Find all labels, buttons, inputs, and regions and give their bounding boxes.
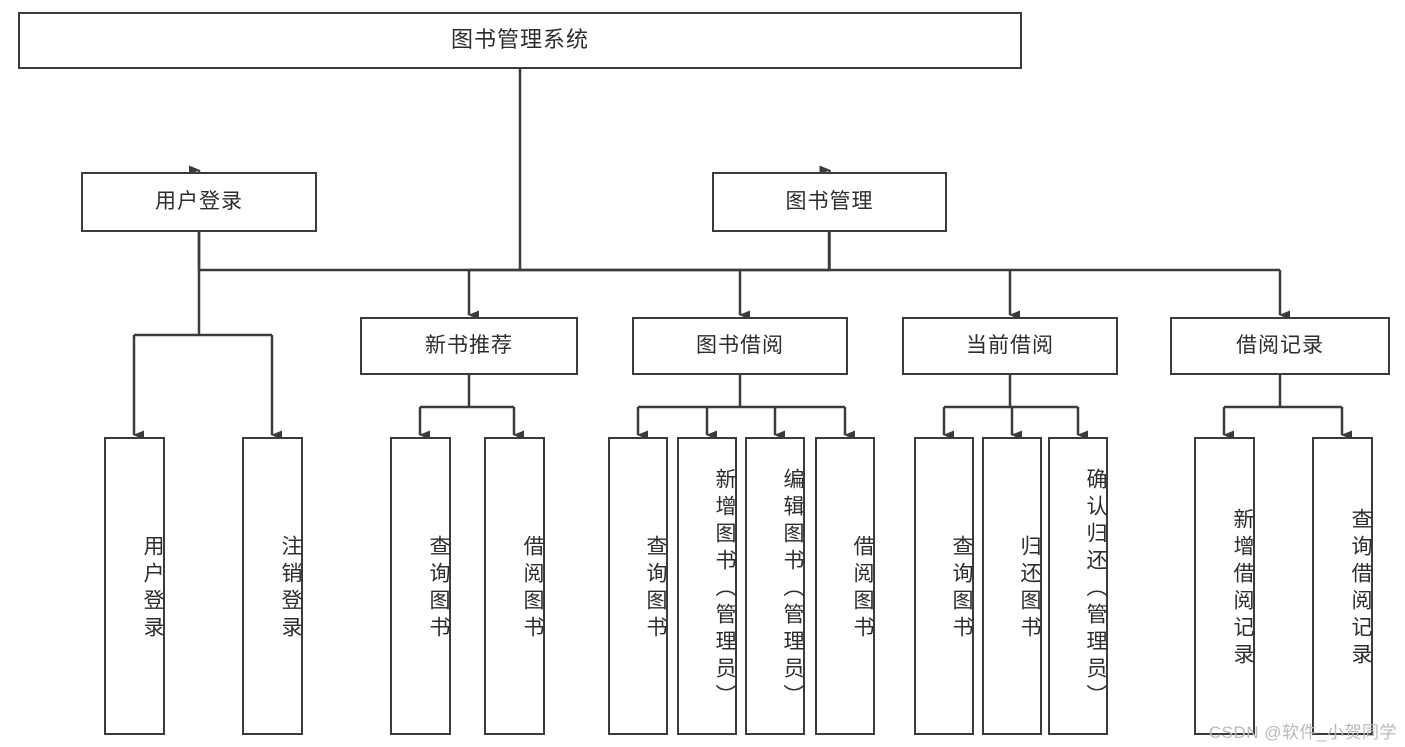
node-root-system[interactable]: 图书管理系统 bbox=[18, 12, 1022, 69]
node-leaf-confirm-return-admin[interactable]: 确认归还（管理员） bbox=[1048, 437, 1108, 735]
node-leaf-query-book-borrow[interactable]: 查询图书 bbox=[608, 437, 668, 735]
node-leaf-label: 查询图书 bbox=[644, 535, 667, 643]
node-level2-current-borrow[interactable]: 当前借阅 bbox=[902, 317, 1118, 375]
node-leaf-label: 归还图书 bbox=[1018, 535, 1041, 643]
node-leaf-label: 查询借阅记录 bbox=[1349, 508, 1372, 670]
node-leaf-add-borrow-record[interactable]: 新增借阅记录 bbox=[1194, 437, 1255, 735]
node-level1-book-management[interactable]: 图书管理 bbox=[712, 172, 947, 232]
node-leaf-label: 确认归还（管理员） bbox=[1084, 467, 1107, 711]
node-leaf-label: 编辑图书（管理员） bbox=[781, 467, 804, 711]
node-leaf-logout-login[interactable]: 注销登录 bbox=[242, 437, 303, 735]
node-level1-user-login[interactable]: 用户登录 bbox=[81, 172, 317, 232]
node-leaf-query-book-current[interactable]: 查询图书 bbox=[914, 437, 974, 735]
node-leaf-user-login[interactable]: 用户登录 bbox=[104, 437, 165, 735]
node-leaf-borrow-book[interactable]: 借阅图书 bbox=[815, 437, 875, 735]
node-leaf-label: 借阅图书 bbox=[521, 535, 544, 643]
watermark-text: CSDN @软件_小贺同学 bbox=[1208, 723, 1397, 742]
node-leaf-label: 新增借阅记录 bbox=[1231, 508, 1254, 670]
node-leaf-label: 新增图书（管理员） bbox=[713, 467, 736, 711]
node-leaf-borrow-book-recommend[interactable]: 借阅图书 bbox=[484, 437, 545, 735]
node-level2-book-borrow[interactable]: 图书借阅 bbox=[632, 317, 848, 375]
node-leaf-label: 查询图书 bbox=[950, 535, 973, 643]
node-level2-borrow-record[interactable]: 借阅记录 bbox=[1170, 317, 1390, 375]
node-leaf-label: 借阅图书 bbox=[851, 535, 874, 643]
node-leaf-add-book-admin[interactable]: 新增图书（管理员） bbox=[677, 437, 737, 735]
node-leaf-query-borrow-record[interactable]: 查询借阅记录 bbox=[1312, 437, 1373, 735]
node-leaf-query-book-recommend[interactable]: 查询图书 bbox=[390, 437, 451, 735]
node-leaf-label: 用户登录 bbox=[141, 535, 164, 643]
node-leaf-label: 注销登录 bbox=[279, 535, 302, 643]
node-level2-new-book-recommend[interactable]: 新书推荐 bbox=[360, 317, 578, 375]
node-leaf-return-book[interactable]: 归还图书 bbox=[982, 437, 1042, 735]
node-leaf-label: 查询图书 bbox=[427, 535, 450, 643]
node-leaf-edit-book-admin[interactable]: 编辑图书（管理员） bbox=[745, 437, 805, 735]
